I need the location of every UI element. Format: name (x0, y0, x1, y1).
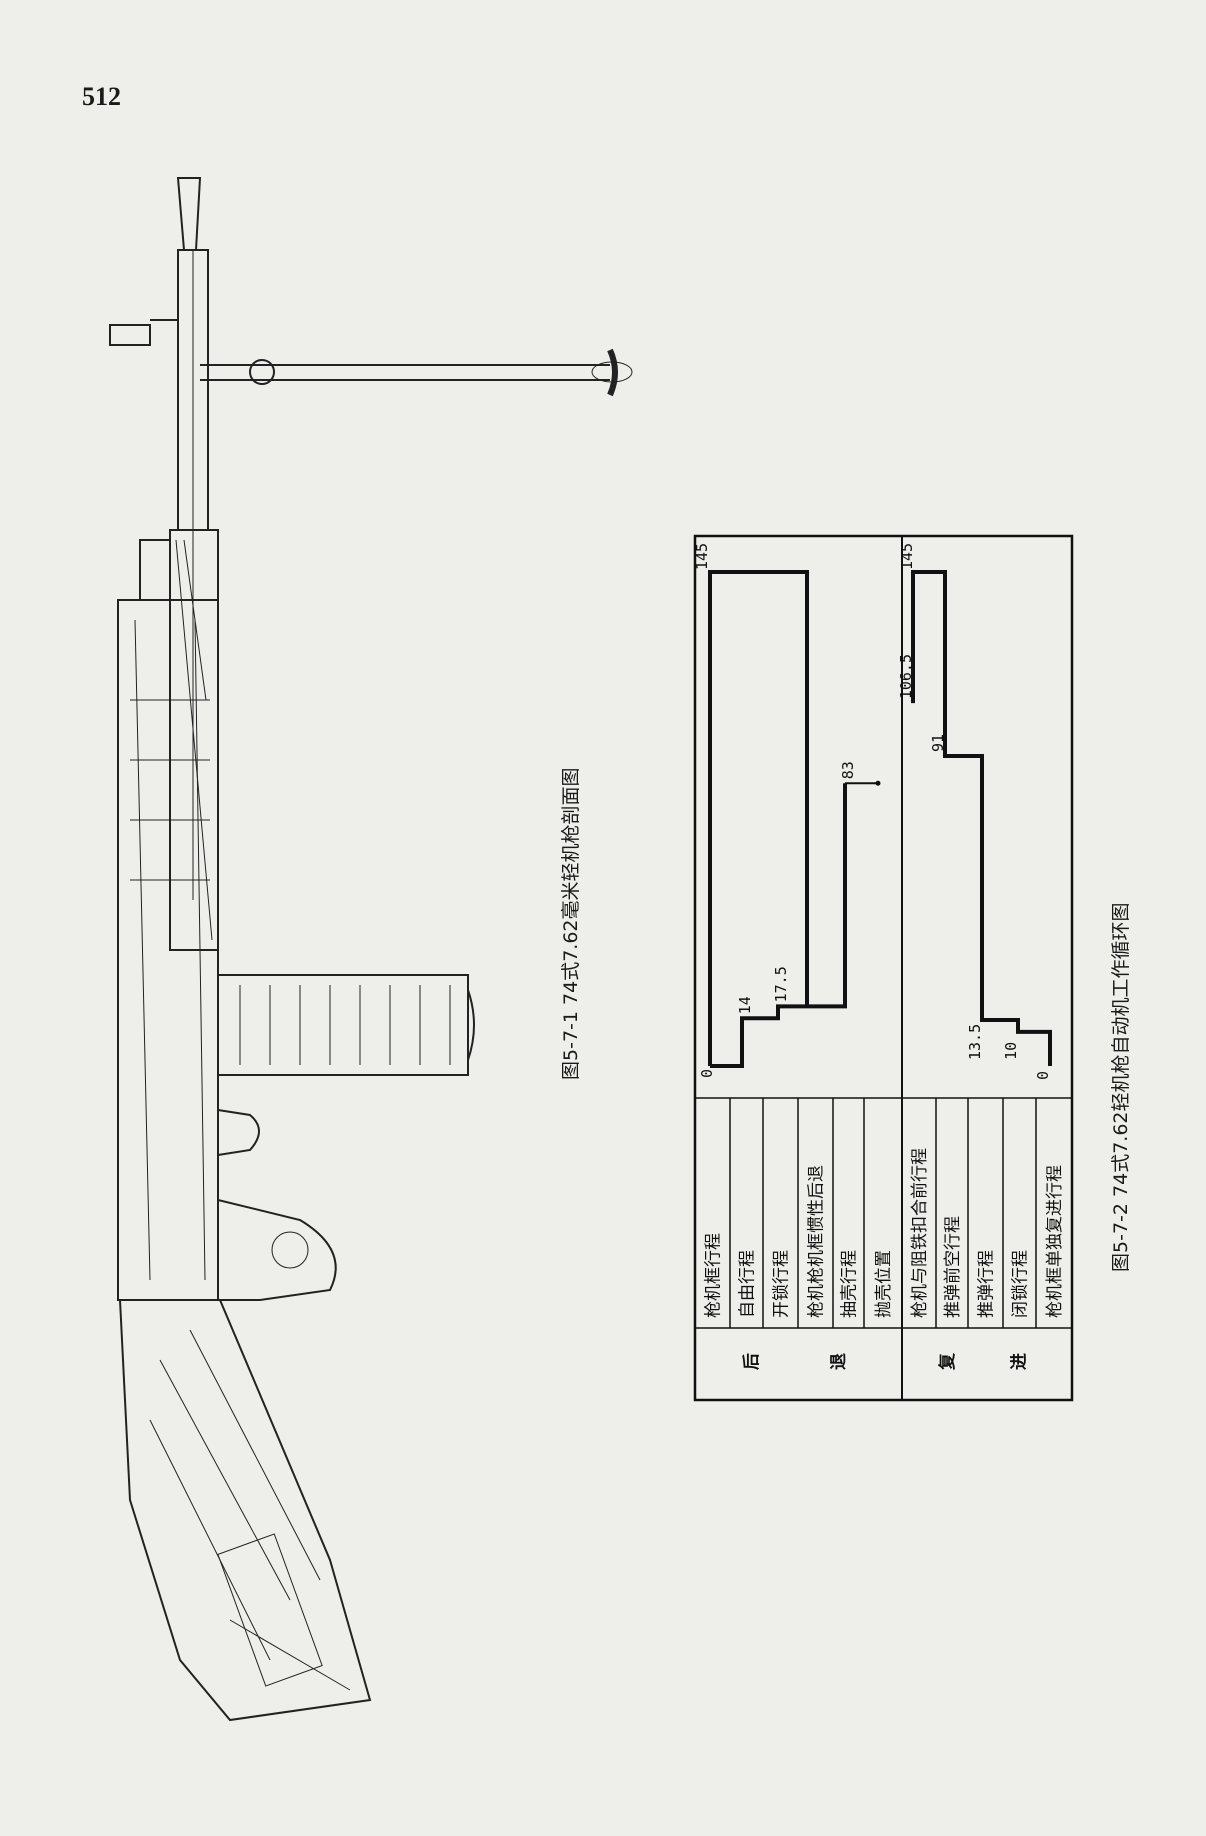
page-number: 512 (82, 82, 121, 111)
value-label: 83 (839, 761, 857, 779)
travel-step-line (710, 783, 847, 1068)
front-sight (109, 319, 178, 346)
diagram-frame (693, 534, 1074, 1402)
stage-label: 枪机枪机框惯性后退 (807, 1165, 827, 1318)
value-label: 91 (929, 734, 947, 752)
group-label: 复 (937, 1352, 958, 1371)
travel-step-line (911, 570, 1052, 1066)
pistol-grip (217, 1199, 337, 1301)
value-label: 145 (693, 543, 711, 570)
ejection-point (875, 780, 881, 786)
travel-step-line (708, 570, 809, 1066)
value-label: 145 (898, 543, 916, 570)
bipod-leg (200, 364, 610, 381)
stage-label: 自由行程 (738, 1250, 758, 1318)
stage-label: 开锁行程 (772, 1250, 792, 1318)
stage-label: 抽壳行程 (840, 1250, 860, 1318)
stage-label: 闭锁行程 (1011, 1250, 1031, 1318)
value-label: 14 (736, 996, 754, 1014)
drum-magazine (217, 974, 469, 1076)
value-label: 106.5 (897, 654, 915, 699)
stage-label: 枪机与阻铁扣合前行程 (910, 1148, 930, 1318)
value-label: 0 (698, 1069, 716, 1078)
stage-label: 推弹行程 (977, 1250, 997, 1318)
figure-caption-2: 图5-7-2 74式7.62轻机枪自动机工作循环图 (1110, 902, 1132, 1273)
group-label: 进 (1009, 1353, 1029, 1370)
trigger-guard (217, 1109, 260, 1156)
value-label: 10 (1002, 1042, 1020, 1060)
value-label: 17.5 (772, 966, 790, 1002)
stage-label: 枪机框单独复进行程 (1045, 1165, 1065, 1318)
stage-label: 抛壳位置 (874, 1250, 894, 1318)
group-label: 后 (742, 1353, 762, 1370)
bipod-pivot (249, 359, 275, 385)
stage-label: 推弹前空行程 (943, 1216, 963, 1318)
value-label: 13.5 (966, 1024, 984, 1060)
stage-label: 枪机框行程 (704, 1233, 724, 1318)
buttstock (118, 1299, 372, 1722)
value-label: 0 (1034, 1071, 1052, 1080)
group-label: 退 (829, 1353, 849, 1370)
